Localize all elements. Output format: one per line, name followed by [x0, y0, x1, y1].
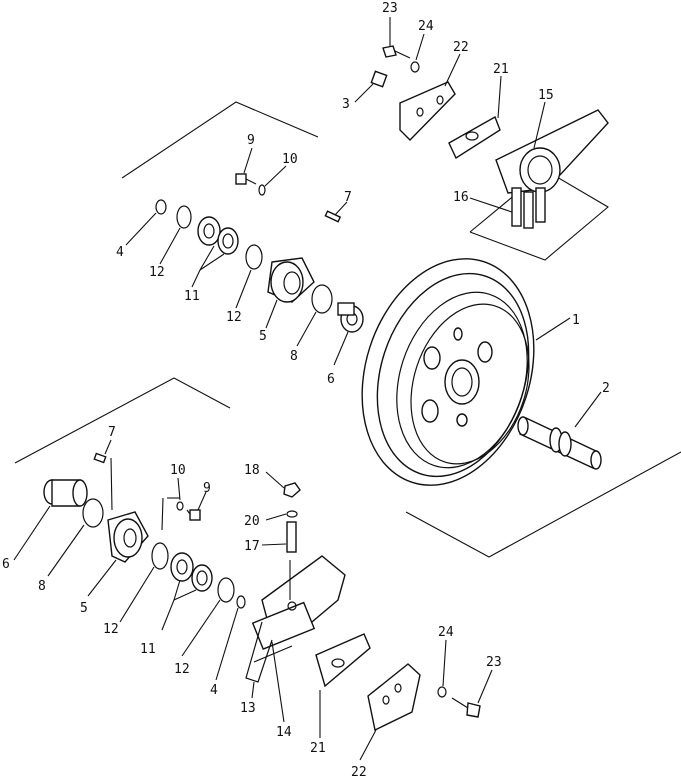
- callout-24-upper: 24: [418, 19, 434, 34]
- callout-16: 16: [453, 190, 469, 205]
- idler-wheel-part: [361, 258, 535, 486]
- callout-8-lower: 8: [38, 579, 46, 594]
- callout-labels: 1 2 3 4 4 5 5 6 6 7 7 8 8 9 9 10 10 11 1…: [2, 1, 610, 780]
- callout-12-lower-a: 12: [103, 622, 119, 637]
- callout-6-lower: 6: [2, 557, 10, 572]
- callout-22-upper: 22: [453, 40, 469, 55]
- callout-7-upper: 7: [344, 190, 352, 205]
- callout-22-lower: 22: [351, 765, 367, 780]
- callout-1: 1: [572, 313, 580, 328]
- callout-23-lower: 23: [486, 655, 502, 670]
- leader-lines: [13, 17, 602, 761]
- callout-12-upper-b: 12: [226, 310, 242, 325]
- callout-8-upper: 8: [290, 349, 298, 364]
- callout-12-upper-a: 12: [149, 265, 165, 280]
- callout-7-lower: 7: [108, 425, 116, 440]
- callout-18: 18: [244, 463, 260, 478]
- callout-15: 15: [538, 88, 554, 103]
- callout-2: 2: [602, 381, 610, 396]
- callout-13: 13: [240, 701, 256, 716]
- callout-11-lower: 11: [140, 642, 156, 657]
- callout-21-lower: 21: [310, 741, 326, 756]
- callout-5-lower: 5: [80, 601, 88, 616]
- callout-24-lower: 24: [438, 625, 454, 640]
- upper-assembly-parts: [155, 173, 364, 333]
- callout-4-upper: 4: [116, 245, 124, 260]
- callout-21-upper: 21: [493, 62, 509, 77]
- callout-14: 14: [276, 725, 292, 740]
- callout-3: 3: [342, 97, 350, 112]
- callout-17: 17: [244, 539, 260, 554]
- callout-10-lower: 10: [170, 463, 186, 478]
- callout-6-upper: 6: [327, 372, 335, 387]
- callout-20: 20: [244, 514, 260, 529]
- callout-11-upper: 11: [184, 289, 200, 304]
- callout-23-upper: 23: [382, 1, 398, 16]
- callout-12-lower-b: 12: [174, 662, 190, 677]
- callout-4-lower: 4: [210, 683, 218, 698]
- callout-9-lower: 9: [203, 481, 211, 496]
- top-bracket-parts: [370, 45, 609, 229]
- lower-assembly-parts: [43, 452, 481, 732]
- shaft-part: [517, 416, 602, 470]
- callout-5-upper: 5: [259, 329, 267, 344]
- callout-10-upper: 10: [282, 152, 298, 167]
- callout-9-upper: 9: [247, 133, 255, 148]
